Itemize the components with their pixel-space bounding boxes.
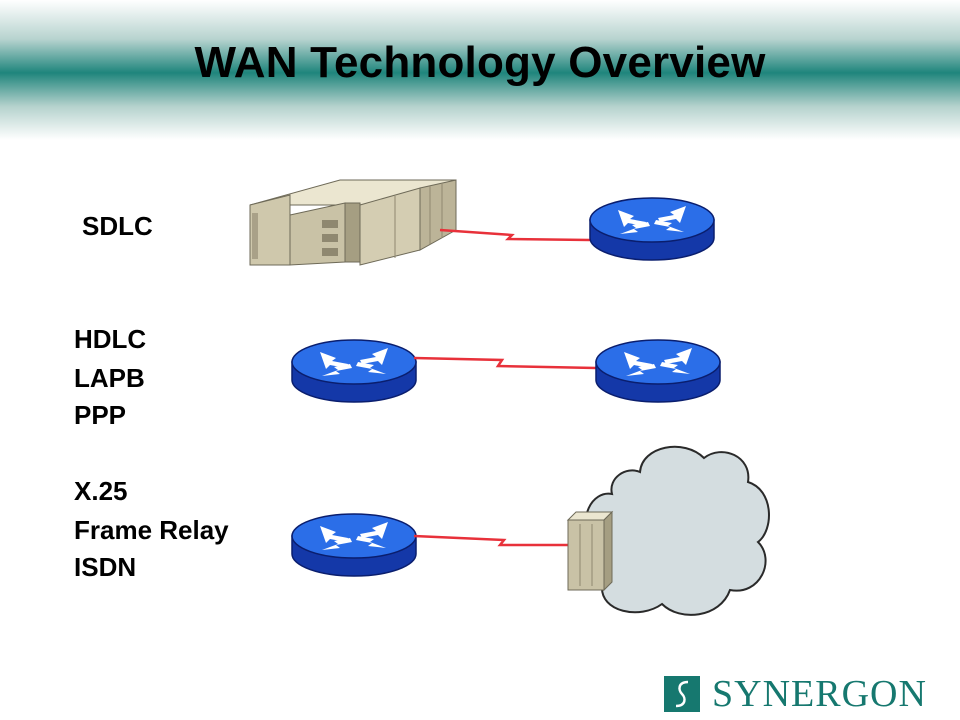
serial-link-x25-fr-isdn [413,534,576,547]
mainframe-icon [249,179,457,266]
serial-link-sdlc [439,228,591,242]
label-frame-relay: Frame Relay [74,515,229,545]
slide-title: WAN Technology Overview [194,38,766,87]
header-band [0,0,960,140]
label-lapb: LAPB [74,363,145,393]
label-isdn: ISDN [74,552,137,582]
synergon-logo-text: SYNERGON [712,673,927,715]
wan-switch-icon [566,510,614,592]
router-icon [291,339,417,403]
label-ppp: PPP [74,400,127,430]
label-hdlc: HDLC [74,324,147,354]
router-icon [589,197,715,261]
label-sdlc: SDLC [82,211,153,241]
router-icon [291,513,417,577]
router-icon [595,339,721,403]
label-x25: X.25 [74,476,128,506]
s-swash-icon [664,676,700,712]
serial-link-hdlc-ppp [413,356,597,370]
